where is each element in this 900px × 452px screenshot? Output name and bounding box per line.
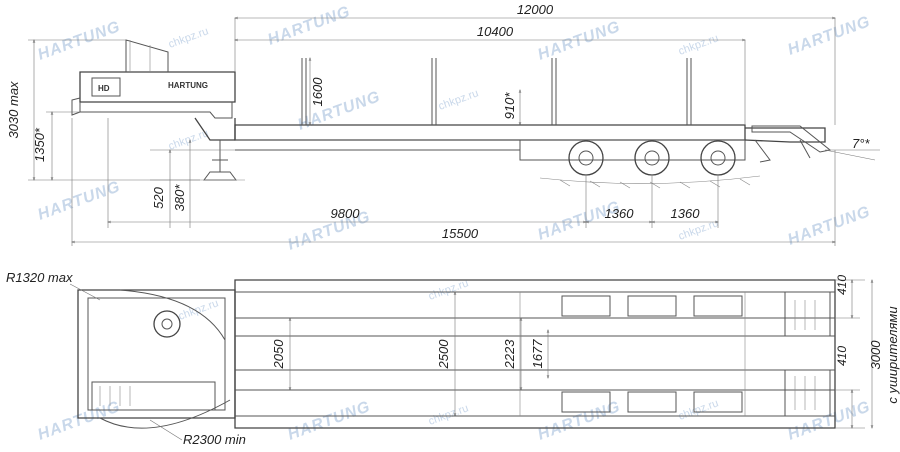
gooseneck: HD HARTUNG (71, 39, 245, 181)
gooseneck-logo-text: HARTUNG (168, 81, 208, 90)
watermark-brand-1: HARTUNG (36, 18, 123, 64)
dim-total-length: 15500 (442, 226, 479, 241)
side-view: HD HARTUNG (6, 2, 880, 246)
watermark-3: HARTUNG (536, 18, 623, 64)
loading-ramp (751, 125, 832, 153)
watermark-site-7: chkpz.ru (177, 297, 220, 322)
dim-landing-leg: 520 (151, 186, 166, 208)
watermark-11: HARTUNG (286, 398, 373, 444)
watermark-brand-7: HARTUNG (286, 208, 373, 254)
watermark-2: HARTUNG (266, 3, 353, 49)
watermark-site-5: chkpz.ru (427, 277, 470, 302)
wheels-top-left (561, 295, 743, 317)
crane-arm (125, 39, 169, 72)
dim-axle-spacing-1: 1360 (605, 206, 635, 221)
dim-ramp-width-2: 410 (835, 346, 849, 366)
watermark-layer: HARTUNG HARTUNG HARTUNG HARTUNG HARTUNG … (36, 3, 873, 444)
watermark-brand-3: HARTUNG (536, 18, 623, 64)
dim-ramp-angle: 7°* (852, 136, 870, 151)
watermark-13: HARTUNG (786, 398, 873, 444)
watermark-site-1: chkpz.ru (167, 25, 210, 50)
dim-overall-length: 12000 (517, 2, 554, 17)
wheel-3 (700, 140, 736, 176)
watermark-site-6: chkpz.ru (677, 217, 720, 242)
watermark-site-9: chkpz.ru (677, 397, 720, 422)
toolbox (91, 381, 216, 411)
wheel-2 (634, 140, 670, 176)
dim-extensions-note: с уширителями (885, 306, 900, 403)
dim-coupling-height: 1350* (32, 127, 47, 162)
stake-4 (686, 58, 692, 125)
dim-neck-drop: 910* (502, 92, 517, 120)
dim-gooseneck-width: 2050 (271, 339, 286, 370)
dim-width-with-extensions: 3000 (868, 340, 883, 370)
top-dimensions: R1320 max R2300 min 2050 2500 2223 1677 … (6, 270, 900, 447)
dim-deck-height: 380* (172, 184, 187, 212)
dim-deck-width: 2500 (436, 339, 451, 370)
top-view: R1320 max R2300 min 2050 2500 2223 1677 … (6, 270, 900, 447)
main-deck (234, 58, 832, 163)
spare-wheel (153, 310, 181, 338)
stake-3 (551, 58, 557, 125)
wheel-1 (568, 140, 604, 176)
watermark-site-2: chkpz.ru (437, 87, 480, 112)
watermark-brand-13: HARTUNG (786, 398, 873, 444)
watermark-site-8: chkpz.ru (427, 402, 470, 427)
swing-arc-rear (99, 399, 231, 429)
gooseneck-logo-mark: HD (98, 84, 110, 93)
watermark-4: HARTUNG (786, 13, 873, 59)
stake-2 (431, 58, 437, 125)
landing-leg-foot (203, 171, 237, 181)
watermark-7: HARTUNG (286, 208, 373, 254)
dim-turn-radius-front: R1320 max (6, 270, 73, 285)
watermark-5: HARTUNG (296, 88, 383, 134)
stake-1 (301, 58, 307, 125)
watermark-6: HARTUNG (36, 178, 123, 224)
dim-stake-height: 1600 (310, 77, 325, 107)
watermark-site-3: chkpz.ru (677, 32, 720, 57)
watermark-brand-5: HARTUNG (296, 88, 383, 134)
axles (539, 140, 761, 189)
watermark-brand-11: HARTUNG (286, 398, 373, 444)
gooseneck-box (79, 71, 236, 103)
wheels-top-right (561, 391, 743, 413)
ground-line (539, 175, 761, 184)
swing-arc-front (119, 289, 226, 341)
dim-beam-spacing: 1677 (530, 339, 545, 369)
rear-bogie-frame (519, 139, 746, 161)
dim-turn-radius-rear: R2300 min (183, 432, 246, 447)
dim-kingpin-axle: 9800 (331, 206, 361, 221)
dim-deck-length: 10400 (477, 24, 514, 39)
watermark-1: HARTUNG (36, 18, 123, 64)
dim-inner-width: 2223 (502, 339, 517, 370)
watermark-brand-4: HARTUNG (786, 13, 873, 59)
watermark-brand-2: HARTUNG (266, 3, 353, 49)
dim-ramp-width-1: 410 (835, 275, 849, 295)
dim-axle-spacing-2: 1360 (671, 206, 701, 221)
watermark-brand-6: HARTUNG (36, 178, 123, 224)
dim-total-height: 3030 max (6, 81, 21, 139)
ramps-top (784, 291, 831, 417)
side-dimensions: 12000 10400 1600 910* 3030 max 1350* 520 (6, 2, 880, 246)
